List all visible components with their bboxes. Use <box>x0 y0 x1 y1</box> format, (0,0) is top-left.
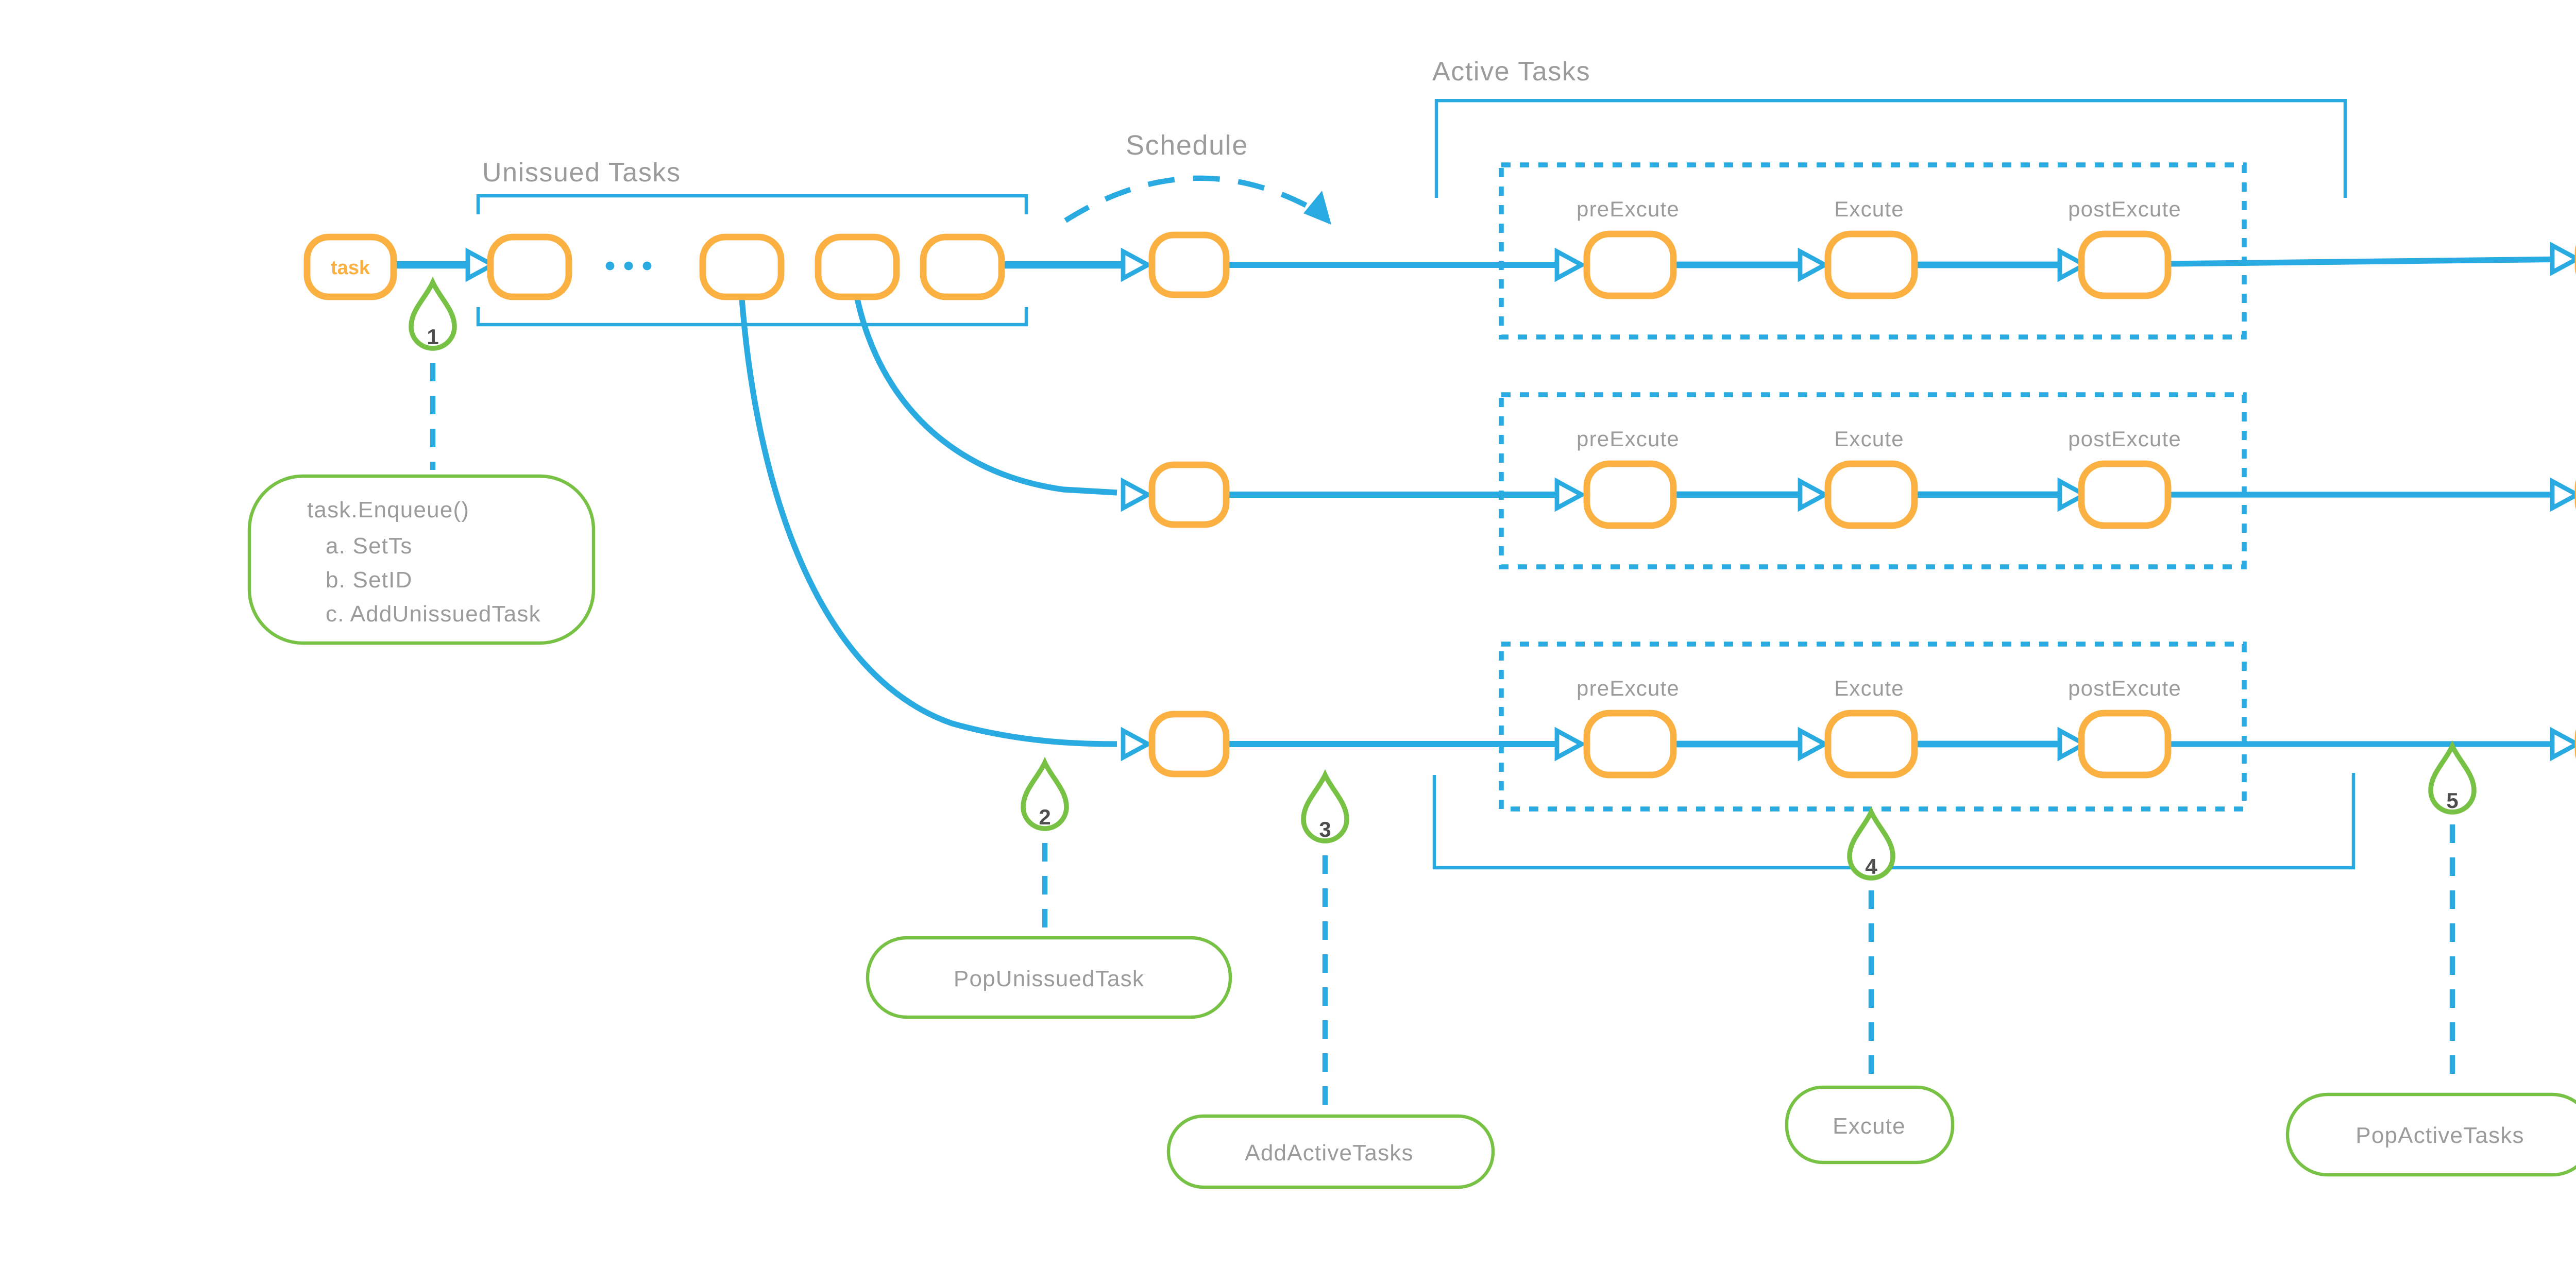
post-excute-node-row1 <box>2078 230 2172 299</box>
annotation-excute: Excute <box>1785 1085 1955 1165</box>
arrowhead-icon <box>2550 242 2576 276</box>
arrowhead-icon <box>1554 727 1587 762</box>
pin-icon <box>2428 740 2477 815</box>
excute-label: Excute <box>1834 676 1904 700</box>
arrowhead-icon <box>1798 727 1830 762</box>
pin-icon <box>409 276 457 351</box>
arrowheads <box>465 242 2576 762</box>
queue-node <box>815 233 900 300</box>
annotation-task-enqueue: task.Enqueue() a. SetTs b. SetID c. AddU… <box>247 474 596 645</box>
post-excute-node-row2 <box>2078 460 2172 529</box>
active-tasks-bracket-top <box>1434 98 2347 198</box>
annotation-line: PopUnissuedTask <box>954 966 1144 991</box>
arrowhead-icon <box>1554 247 1587 282</box>
annotation-pop-unissued-task: PopUnissuedTask <box>866 936 1232 1019</box>
edge-queue-to-schedule3 <box>739 298 1117 747</box>
active-tasks-section-label: Active Tasks <box>1432 57 1590 87</box>
marker-number: 4 <box>1865 854 1877 879</box>
schedule-node-row1 <box>1148 231 1230 298</box>
schedule-arc-arrow <box>1064 175 1331 225</box>
marker-3: 3 <box>1301 769 1349 1111</box>
queue-node <box>920 233 1005 300</box>
arrowhead-icon <box>1554 477 1587 512</box>
stage-labels-row3: preExcute Excute postExcute <box>1577 676 2181 700</box>
unissued-queue <box>487 233 1005 300</box>
marker-4: 4 <box>1847 806 1895 1082</box>
stage-labels-row1: preExcute Excute postExcute <box>1577 197 2181 221</box>
arrowhead-icon <box>1798 477 1830 512</box>
marker-number: 3 <box>1319 817 1331 841</box>
annotation-add-active-tasks: AddActiveTasks <box>1166 1114 1495 1189</box>
post-excute-node-row3 <box>2078 710 2172 779</box>
annotation-line: b. SetID <box>326 567 413 593</box>
task-node-label: task <box>331 257 370 279</box>
arrowhead-icon <box>2057 477 2090 512</box>
annotation-line: a. SetTs <box>326 533 413 559</box>
excute-label: Excute <box>1834 197 1904 221</box>
annotation-line: c. AddUnissuedTask <box>326 601 541 627</box>
arrowhead-icon <box>2550 727 2576 762</box>
annotation-line: AddActiveTasks <box>1245 1140 1413 1166</box>
marker-2: 2 <box>1021 756 1069 932</box>
schedule-node-row2 <box>1148 461 1230 528</box>
excute-node-row1 <box>1824 230 1918 299</box>
post-excute-label: postExcute <box>2068 676 2181 700</box>
annotation-pop-active-tasks: PopActiveTasks <box>2285 1092 2576 1177</box>
marker-1: 1 <box>409 276 457 470</box>
arrowhead-icon <box>465 247 498 282</box>
arrowhead-icon <box>2057 247 2090 282</box>
pre-excute-node-row3 <box>1583 710 1677 779</box>
excute-node-row3 <box>1824 710 1918 779</box>
arrowhead-icon <box>1798 247 1830 282</box>
edge-queue-to-schedule2 <box>854 298 1117 496</box>
stage-labels-row2: preExcute Excute postExcute <box>1577 427 2181 451</box>
active-stage-box-row1 <box>1499 162 2247 340</box>
annotation-line: PopActiveTasks <box>2355 1123 2524 1148</box>
pre-excute-label: preExcute <box>1577 197 1680 221</box>
annotation-line: Excute <box>1833 1114 1906 1139</box>
schedule-arc-arrowhead-icon <box>1303 191 1331 225</box>
active-tasks-bracket-bottom <box>1432 773 2355 870</box>
marker-number: 1 <box>427 325 438 349</box>
pin-icon <box>1021 756 1069 831</box>
pin-icon <box>1301 769 1349 844</box>
arrowhead-icon <box>1121 477 1153 512</box>
post-excute-label: postExcute <box>2068 197 2181 221</box>
excute-label: Excute <box>1834 427 1904 451</box>
active-stage-box-row2 <box>1499 392 2247 569</box>
unissued-bracket-top <box>476 194 1028 214</box>
pre-excute-node-row1 <box>1583 230 1677 299</box>
excute-node-row2 <box>1824 460 1918 529</box>
pre-excute-label: preExcute <box>1577 676 1680 700</box>
arrowhead-icon <box>1121 247 1153 282</box>
task-node: task <box>303 233 397 300</box>
unissued-tasks-section-label: Unissued Tasks <box>482 158 681 188</box>
unissued-bracket-bottom <box>476 307 1028 327</box>
active-stage-box-row3 <box>1499 642 2247 812</box>
marker-number: 5 <box>2446 788 2458 813</box>
schedule-section-label: Schedule <box>1126 130 1248 161</box>
annotation-line: task.Enqueue() <box>307 497 469 522</box>
queue-ellipsis-dots <box>605 261 652 271</box>
arrowhead-icon <box>2550 477 2576 512</box>
queue-node <box>699 233 785 300</box>
post-excute-label: postExcute <box>2068 427 2181 451</box>
pre-excute-node-row2 <box>1583 460 1677 529</box>
pin-icon <box>1847 806 1895 881</box>
schedule-node-row3 <box>1148 711 1230 778</box>
marker-5: 5 <box>2428 740 2477 1088</box>
queue-node <box>487 233 572 300</box>
pre-excute-label: preExcute <box>1577 427 1680 451</box>
arrowhead-icon <box>2057 727 2090 762</box>
edge-post1-to-end1 <box>2167 256 2560 267</box>
arrowhead-icon <box>1121 727 1153 762</box>
marker-number: 2 <box>1039 805 1050 829</box>
